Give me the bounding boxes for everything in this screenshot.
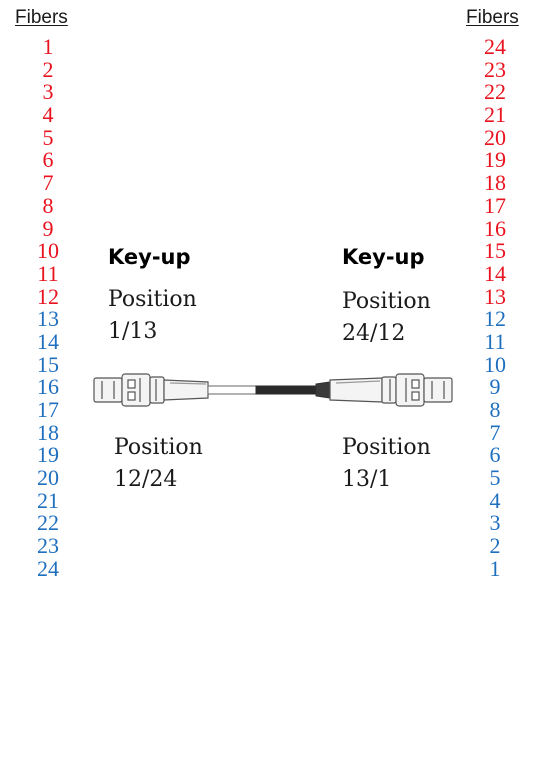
right-fiber-number: 13 (484, 283, 506, 309)
left-bottom-position-label: Position 12/24 (114, 432, 203, 496)
left-fiber-number: 4 (42, 102, 54, 128)
left-fiber-number: 12 (37, 283, 59, 309)
left-fiber-number: 7 (42, 170, 54, 196)
right-fiber-number: 7 (489, 419, 501, 445)
right-fibers-header: Fibers (466, 7, 519, 28)
left-fibers-header: Fibers (15, 7, 68, 28)
right-bottom-position-title: Position (342, 435, 431, 460)
left-fiber-number: 17 (37, 397, 59, 422)
left-fiber-number: 14 (37, 328, 59, 354)
left-top-position-title: Position (108, 287, 197, 312)
right-fiber-number: 23 (484, 56, 506, 82)
left-fiber-number: 15 (37, 351, 59, 377)
right-fiber-number: 19 (484, 147, 506, 173)
left-fiber-number: 10 (37, 238, 59, 264)
right-fiber-number: 4 (489, 487, 501, 513)
left-key-up-label: Key-up (108, 245, 191, 269)
left-fiber-number: 1 (42, 34, 54, 59)
right-top-position-value: 24/12 (342, 321, 406, 346)
left-fiber-number: 16 (37, 374, 59, 400)
right-fiber-number: 21 (484, 102, 506, 128)
right-bottom-position-label: Position 13/1 (342, 432, 431, 496)
right-fiber-number: 10 (484, 351, 506, 377)
left-top-position-value: 1/13 (108, 319, 158, 344)
right-fiber-number: 5 (489, 465, 501, 491)
left-fiber-number: 13 (37, 306, 59, 332)
left-fiber-number: 24 (37, 555, 59, 581)
left-fiber-number: 3 (42, 79, 54, 105)
left-bottom-position-title: Position (114, 435, 203, 460)
right-fiber-number: 11 (484, 328, 506, 354)
left-fiber-number: 19 (37, 442, 59, 468)
right-fiber-number: 2 (489, 533, 501, 559)
right-fiber-number: 15 (484, 238, 506, 264)
left-bottom-position-value: 12/24 (114, 467, 178, 492)
left-fiber-number: 22 (37, 510, 59, 536)
right-fiber-number: 14 (484, 260, 506, 286)
left-fiber-number: 5 (42, 124, 54, 150)
left-fiber-number: 20 (37, 465, 59, 491)
left-fiber-number: 2 (42, 56, 54, 82)
right-mpo-connector-icon (329, 373, 453, 407)
left-top-position-label: Position 1/13 (108, 284, 197, 348)
mpo-cable-illustration (93, 373, 453, 407)
right-fiber-number: 1 (489, 555, 501, 581)
right-top-position-title: Position (342, 289, 431, 314)
left-fiber-number: 8 (42, 192, 54, 218)
left-fiber-number: 21 (37, 487, 59, 513)
right-fiber-number: 18 (484, 170, 506, 196)
left-fiber-number: 23 (37, 533, 59, 559)
right-fiber-number: 8 (489, 397, 501, 422)
right-fiber-number: 24 (484, 34, 506, 59)
left-fiber-number: 11 (37, 260, 59, 286)
right-key-up-label: Key-up (342, 245, 425, 269)
right-fiber-number: 17 (484, 192, 506, 218)
cable-body (207, 381, 331, 399)
right-fiber-number: 9 (489, 374, 501, 400)
right-top-position-label: Position 24/12 (342, 286, 431, 350)
right-fiber-number: 20 (484, 124, 506, 150)
right-fiber-number: 6 (489, 442, 501, 468)
right-fiber-number: 16 (484, 215, 506, 241)
left-fiber-number: 6 (42, 147, 54, 173)
right-fiber-number: 3 (489, 510, 501, 536)
right-bottom-position-value: 13/1 (342, 467, 392, 492)
left-mpo-connector-icon (93, 373, 209, 407)
right-fiber-number: 12 (484, 306, 506, 332)
left-fiber-number: 18 (37, 419, 59, 445)
right-fiber-number: 22 (484, 79, 506, 105)
left-fiber-number: 9 (42, 215, 54, 241)
